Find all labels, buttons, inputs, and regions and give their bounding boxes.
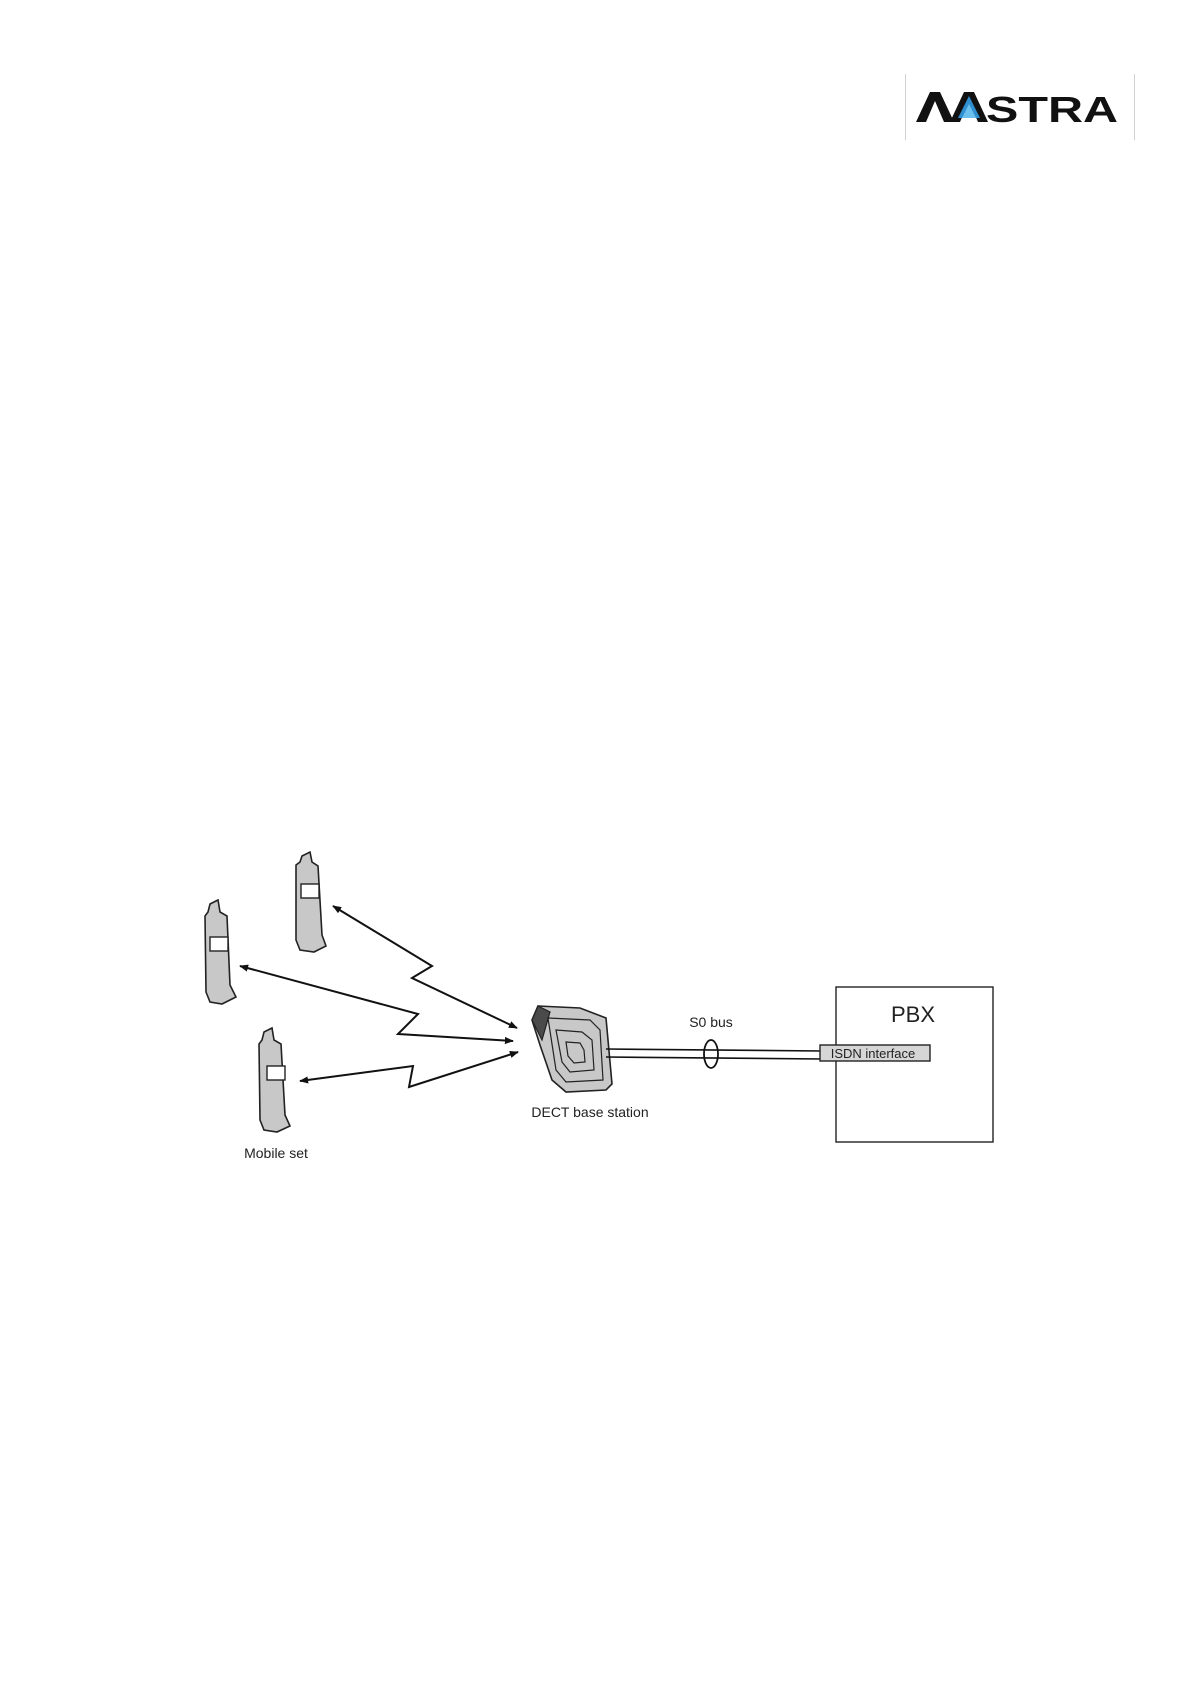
isdn-interface-label: ISDN interface	[831, 1046, 916, 1061]
s0-bus-line	[606, 1049, 822, 1059]
radio-link-3	[300, 1052, 518, 1087]
radio-link-2	[240, 966, 513, 1041]
s0-bus-label: S0 bus	[689, 1014, 733, 1030]
dect-base-station-label: DECT base station	[531, 1104, 648, 1120]
pbx-label: PBX	[891, 1002, 935, 1027]
mobile-handset-3	[259, 1028, 290, 1132]
mobile-handset-2	[205, 900, 236, 1004]
mobile-handset-1	[296, 852, 326, 952]
radio-link-1	[333, 906, 517, 1028]
dect-base-station-icon	[532, 1006, 612, 1092]
mobile-set-label: Mobile set	[244, 1145, 308, 1161]
s0-bus-ellipse	[704, 1040, 718, 1068]
